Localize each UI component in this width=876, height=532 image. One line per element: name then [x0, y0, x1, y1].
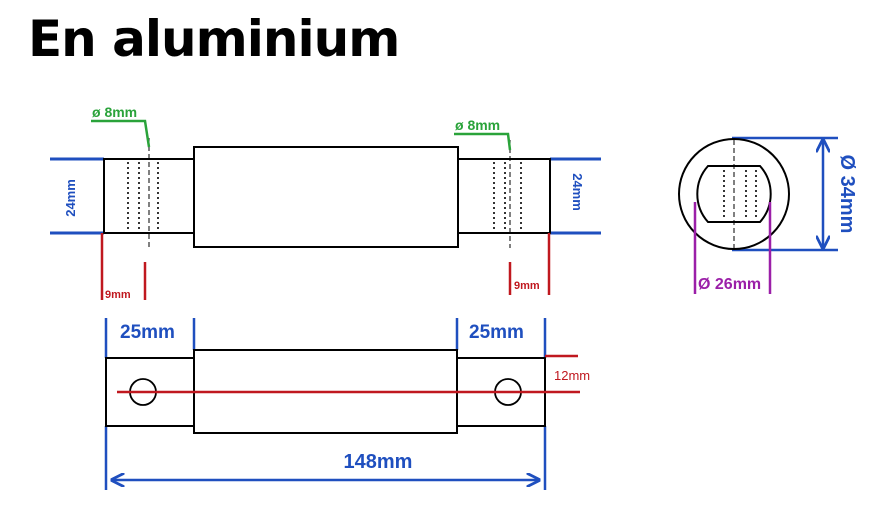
right-hole-diameter-label: ø 8mm	[455, 117, 500, 133]
outer-diameter-label: Ø 34mm	[836, 155, 858, 234]
end-view: Ø 34mm Ø 26mm	[678, 136, 858, 294]
left-hole-leader	[91, 119, 151, 148]
side-view: 12mm 25mm 25mm 148mm	[104, 318, 590, 490]
top-body	[193, 146, 459, 248]
end-flats-profile	[696, 165, 772, 223]
inner-diameter-label: Ø 26mm	[698, 276, 761, 293]
right-end-length-label: 25mm	[469, 322, 524, 343]
right-height-label: 24mm	[570, 173, 585, 211]
end-hole-hidden	[723, 170, 757, 220]
left-hole-diameter-label: ø 8mm	[92, 104, 137, 120]
right-hole-leader	[454, 132, 512, 151]
left-end-length-label: 25mm	[120, 322, 175, 343]
right-hole-hidden	[493, 162, 522, 231]
left-hole-hidden	[127, 162, 159, 231]
total-length-label: 148mm	[344, 451, 413, 473]
axis-offset-label: 12mm	[554, 368, 590, 383]
left-offset-label: 9mm	[105, 289, 131, 301]
top-right-end	[457, 158, 551, 234]
page-title: En aluminium	[28, 10, 400, 68]
top-view: ø 8mm ø 8mm 24mm 24mm 9mm 9mm	[50, 104, 601, 301]
right-offset-label: 9mm	[514, 280, 540, 292]
left-height-label: 24mm	[63, 179, 78, 217]
